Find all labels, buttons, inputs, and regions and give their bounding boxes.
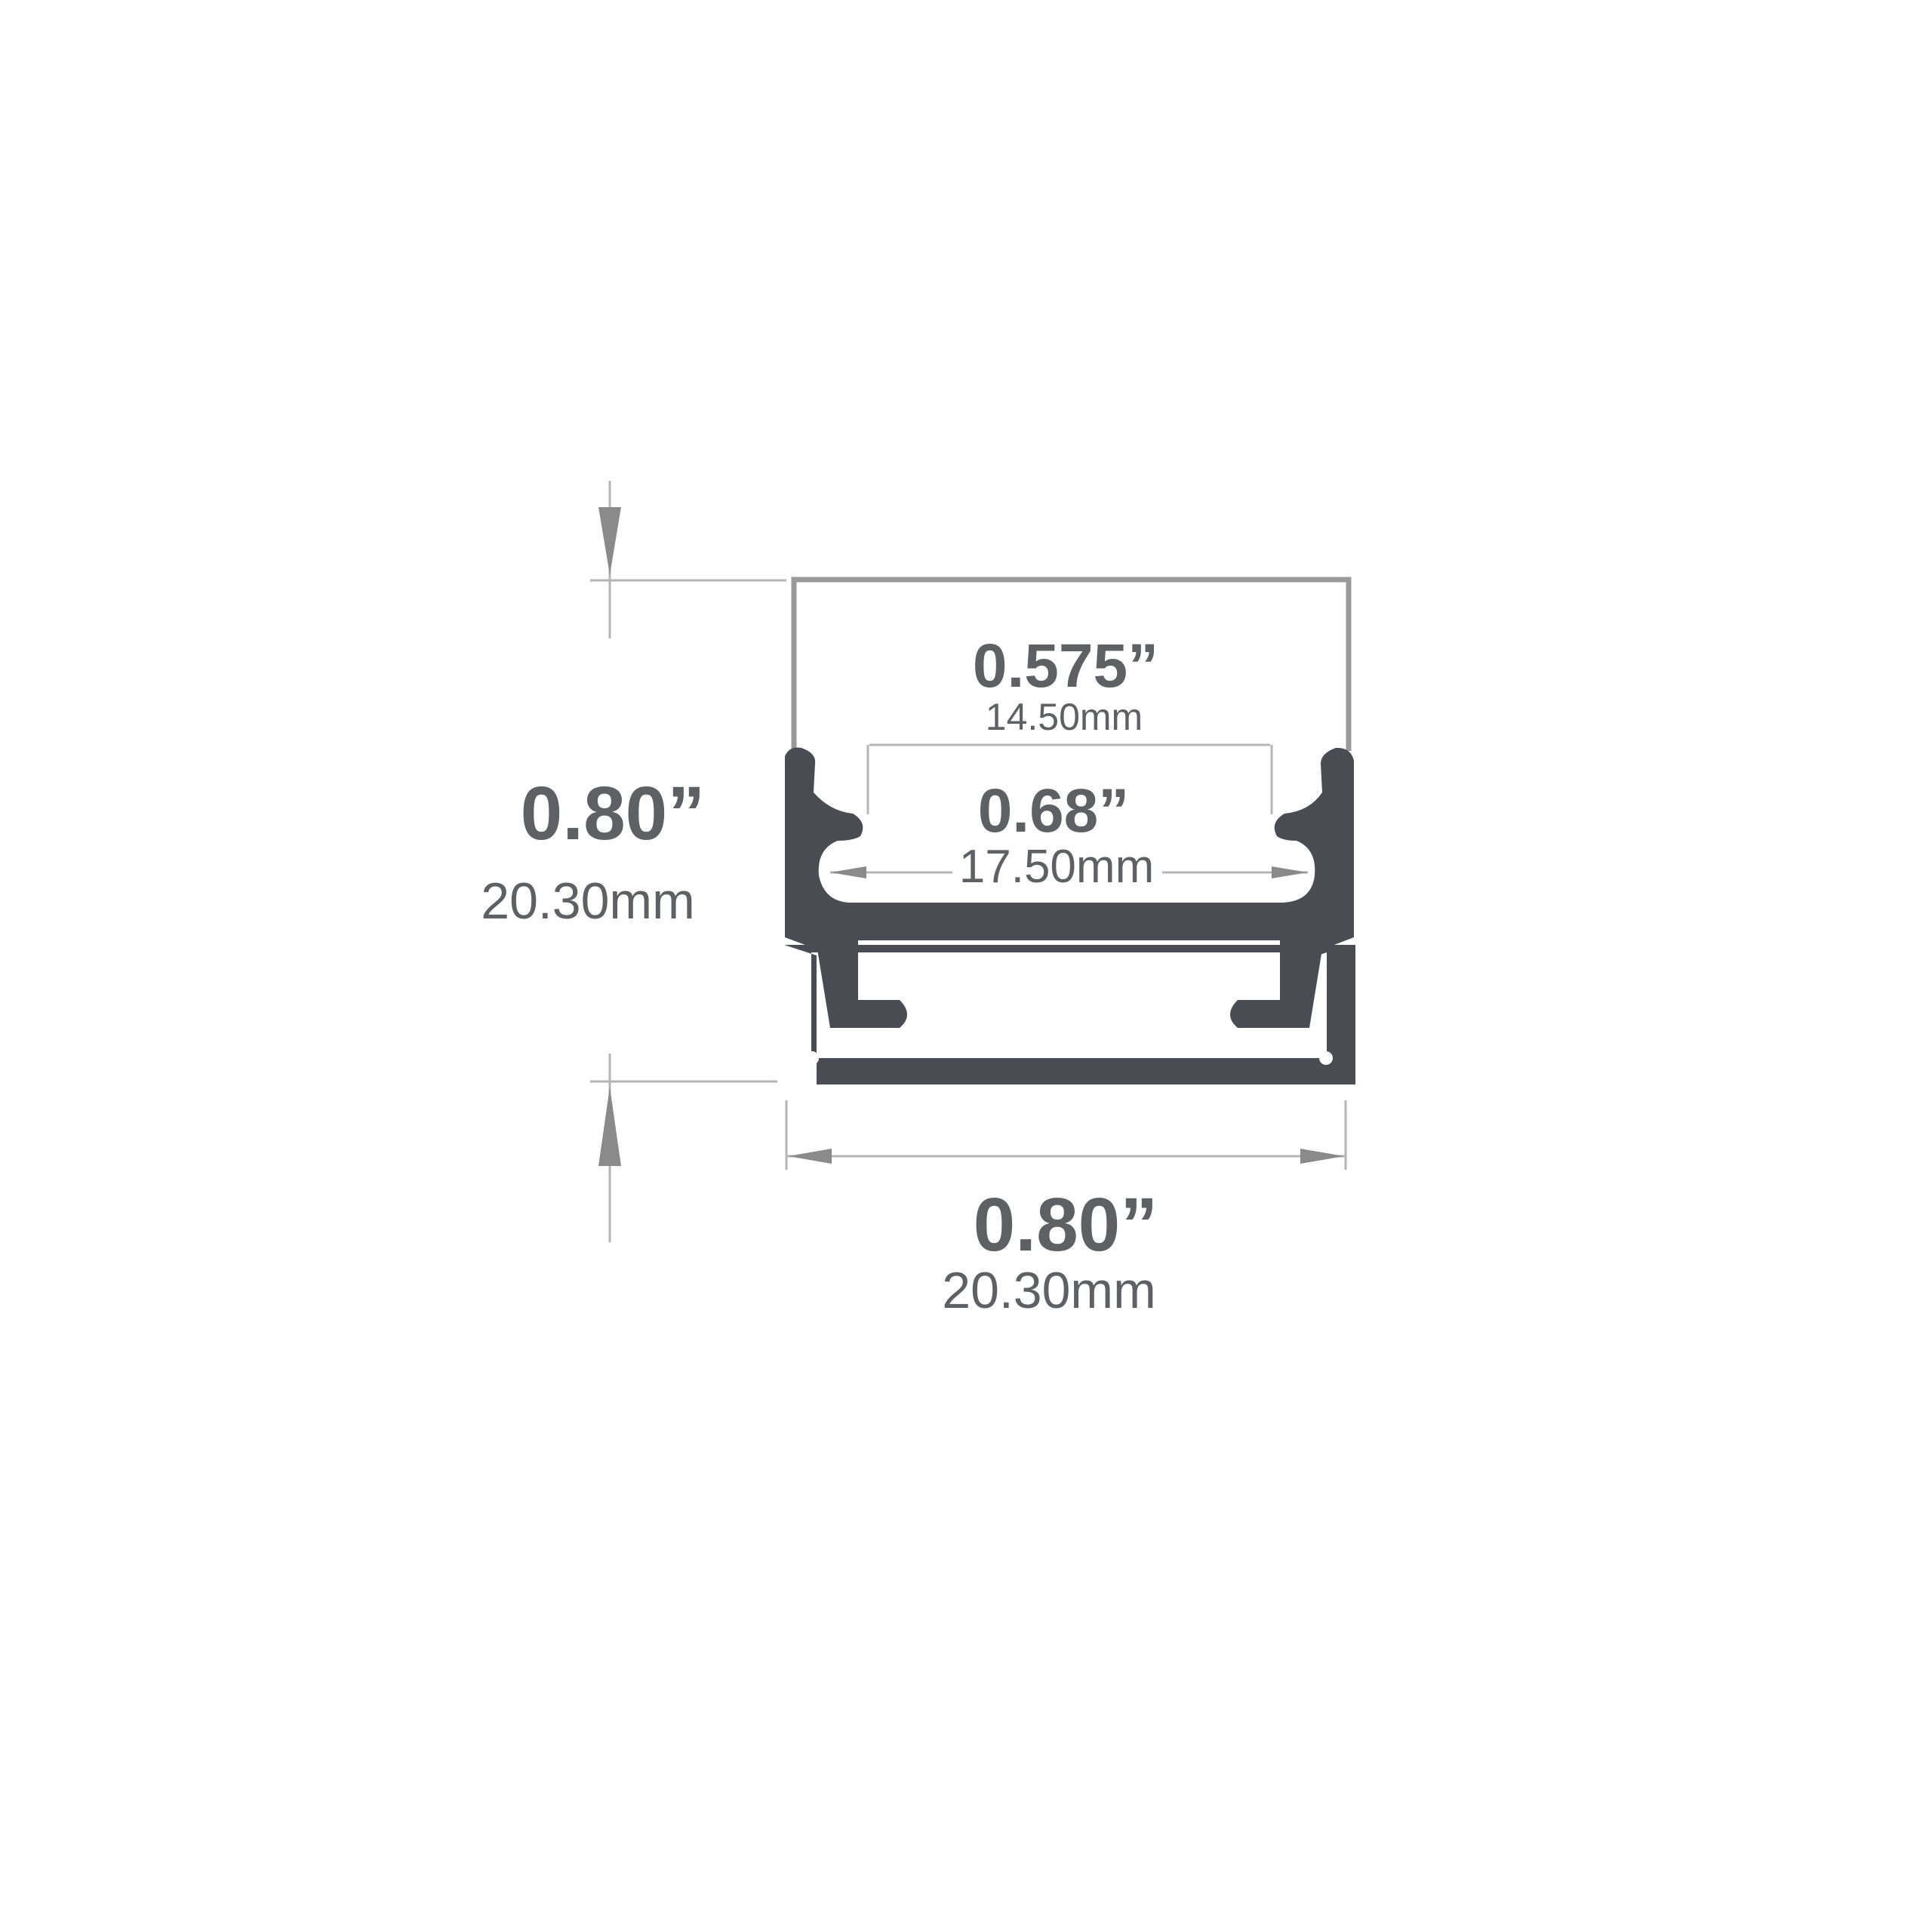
arrow-left-icon [830, 866, 866, 878]
width-dimension-lines [785, 1100, 1347, 1170]
screw-groove-right [1319, 1051, 1333, 1065]
profile-insert [785, 747, 1354, 1028]
cover-width-inch: 0.575” [973, 632, 1158, 700]
cover-dimension-lines [866, 743, 1273, 814]
width-mm: 20.30mm [942, 1262, 1155, 1319]
height-mm: 20.30mm [481, 872, 694, 930]
screw-groove-left [805, 1051, 819, 1065]
arrow-up-icon [598, 1087, 621, 1166]
cover-width-mm: 14.50mm [986, 696, 1143, 738]
profile-base [784, 945, 1355, 1084]
height-inch: 0.80” [521, 771, 706, 856]
height-dimension-lines [590, 481, 786, 1242]
arrow-right-icon [1272, 866, 1308, 878]
width-inch: 0.80” [974, 1183, 1158, 1267]
inner-width-mm: 17.50mm [959, 841, 1154, 893]
arrow-left-icon [788, 1149, 832, 1164]
diffuser-cover-outline [791, 577, 1352, 751]
arrow-right-icon [1300, 1149, 1344, 1164]
arrow-down-icon [598, 507, 621, 575]
inner-width-inch: 0.68” [978, 777, 1130, 845]
